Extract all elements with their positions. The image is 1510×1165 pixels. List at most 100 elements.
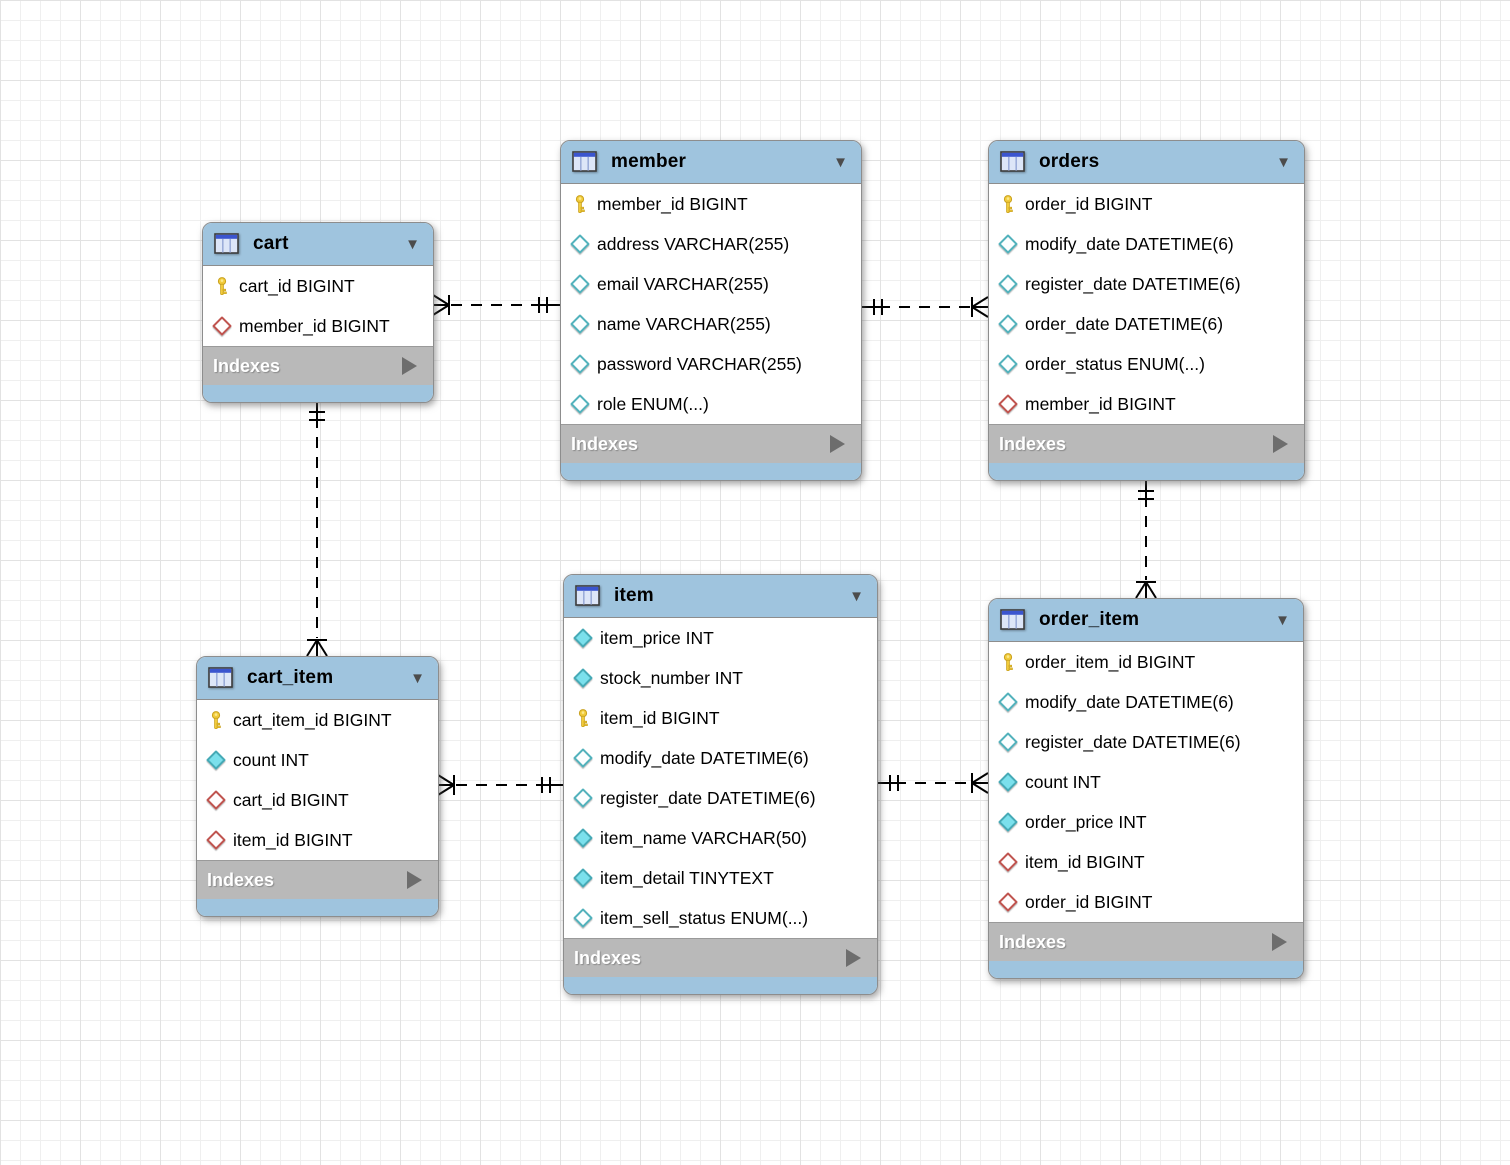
- primary-key-icon: [573, 708, 593, 728]
- relationship-connector-orders-to-order_item[interactable]: [1135, 478, 1157, 599]
- table-cart[interactable]: cart ▼ cart_id BIGINT member_id BIGINT I…: [202, 222, 434, 403]
- column-label: modify_date DATETIME(6): [1025, 233, 1234, 254]
- column-row[interactable]: item_detail TINYTEXT: [564, 858, 877, 898]
- relationship-connector-cart_item-to-item[interactable]: [437, 774, 563, 796]
- column-row[interactable]: item_name VARCHAR(50): [564, 818, 877, 858]
- column-row[interactable]: cart_item_id BIGINT: [197, 700, 438, 740]
- primary-key-icon: [570, 194, 590, 214]
- column-row[interactable]: order_price INT: [989, 802, 1303, 842]
- table-columns: member_id BIGINT address VARCHAR(255) em…: [561, 184, 861, 424]
- table-bottom-strip: [989, 961, 1303, 978]
- column-row[interactable]: order_date DATETIME(6): [989, 304, 1304, 344]
- column-row[interactable]: member_id BIGINT: [989, 384, 1304, 424]
- column-row[interactable]: cart_id BIGINT: [203, 266, 433, 306]
- table-columns: order_item_id BIGINT modify_date DATETIM…: [989, 642, 1303, 922]
- column-row[interactable]: cart_id BIGINT: [197, 780, 438, 820]
- column-notnull-icon: [573, 628, 593, 648]
- indexes-section[interactable]: Indexes: [989, 922, 1303, 961]
- column-icon: [998, 274, 1018, 294]
- table-cart_item[interactable]: cart_item ▼ cart_item_id BIGINT count IN…: [196, 656, 439, 917]
- table-bottom-strip: [564, 977, 877, 994]
- table-header[interactable]: cart_item ▼: [197, 657, 438, 700]
- column-row[interactable]: item_id BIGINT: [564, 698, 877, 738]
- table-grid-icon: [208, 667, 234, 689]
- column-label: order_id BIGINT: [1025, 891, 1153, 912]
- relationship-connector-cart-to-member[interactable]: [432, 294, 560, 316]
- column-row[interactable]: member_id BIGINT: [561, 184, 861, 224]
- column-label: password VARCHAR(255): [597, 353, 802, 374]
- column-row[interactable]: item_id BIGINT: [197, 820, 438, 860]
- table-orders[interactable]: orders ▼ order_id BIGINT modify_date DAT…: [988, 140, 1305, 481]
- column-row[interactable]: order_id BIGINT: [989, 882, 1303, 922]
- collapse-arrow-icon[interactable]: ▼: [849, 587, 864, 605]
- column-row[interactable]: register_date DATETIME(6): [989, 722, 1303, 762]
- table-header[interactable]: order_item ▼: [989, 599, 1303, 642]
- expand-indexes-icon[interactable]: [1273, 435, 1288, 453]
- column-row[interactable]: item_sell_status ENUM(...): [564, 898, 877, 938]
- column-row[interactable]: modify_date DATETIME(6): [564, 738, 877, 778]
- indexes-section[interactable]: Indexes: [197, 860, 438, 899]
- table-order_item[interactable]: order_item ▼ order_item_id BIGINT modify…: [988, 598, 1304, 979]
- column-label: member_id BIGINT: [1025, 393, 1176, 414]
- column-row[interactable]: order_status ENUM(...): [989, 344, 1304, 384]
- column-row[interactable]: email VARCHAR(255): [561, 264, 861, 304]
- column-row[interactable]: modify_date DATETIME(6): [989, 682, 1303, 722]
- column-row[interactable]: member_id BIGINT: [203, 306, 433, 346]
- column-row[interactable]: password VARCHAR(255): [561, 344, 861, 384]
- relationship-connector-member-to-orders[interactable]: [861, 296, 989, 318]
- relationship-connector-item-to-order_item[interactable]: [877, 772, 989, 794]
- column-icon: [570, 274, 590, 294]
- expand-indexes-icon[interactable]: [1272, 933, 1287, 951]
- column-icon: [998, 692, 1018, 712]
- column-label: count INT: [1025, 771, 1101, 792]
- column-label: order_item_id BIGINT: [1025, 651, 1196, 672]
- table-header[interactable]: orders ▼: [989, 141, 1304, 184]
- column-row[interactable]: order_item_id BIGINT: [989, 642, 1303, 682]
- collapse-arrow-icon[interactable]: ▼: [1275, 611, 1290, 629]
- foreign-key-icon: [998, 394, 1018, 414]
- column-label: count INT: [233, 749, 309, 770]
- table-header[interactable]: item ▼: [564, 575, 877, 618]
- table-title: cart: [253, 233, 289, 254]
- expand-indexes-icon[interactable]: [830, 435, 845, 453]
- indexes-section[interactable]: Indexes: [203, 346, 433, 385]
- table-bottom-strip: [203, 385, 433, 402]
- column-row[interactable]: register_date DATETIME(6): [564, 778, 877, 818]
- column-row[interactable]: register_date DATETIME(6): [989, 264, 1304, 304]
- table-header[interactable]: member ▼: [561, 141, 861, 184]
- column-icon: [573, 788, 593, 808]
- indexes-section[interactable]: Indexes: [561, 424, 861, 463]
- collapse-arrow-icon[interactable]: ▼: [410, 669, 425, 687]
- table-member[interactable]: member ▼ member_id BIGINT address VARCHA…: [560, 140, 862, 481]
- collapse-arrow-icon[interactable]: ▼: [405, 235, 420, 253]
- table-item[interactable]: item ▼ item_price INT stock_number INT i…: [563, 574, 878, 995]
- table-columns: cart_id BIGINT member_id BIGINT: [203, 266, 433, 346]
- column-notnull-icon: [206, 750, 226, 770]
- column-row[interactable]: address VARCHAR(255): [561, 224, 861, 264]
- column-row[interactable]: stock_number INT: [564, 658, 877, 698]
- relationship-connector-cart-to-cart_item[interactable]: [306, 399, 328, 657]
- column-row[interactable]: count INT: [197, 740, 438, 780]
- column-label: register_date DATETIME(6): [600, 787, 816, 808]
- table-grid-icon: [1000, 151, 1026, 173]
- column-row[interactable]: role ENUM(...): [561, 384, 861, 424]
- column-notnull-icon: [998, 812, 1018, 832]
- expand-indexes-icon[interactable]: [846, 949, 861, 967]
- column-row[interactable]: item_id BIGINT: [989, 842, 1303, 882]
- column-row[interactable]: name VARCHAR(255): [561, 304, 861, 344]
- expand-indexes-icon[interactable]: [407, 871, 422, 889]
- table-header[interactable]: cart ▼: [203, 223, 433, 266]
- column-icon: [998, 732, 1018, 752]
- indexes-section[interactable]: Indexes: [564, 938, 877, 977]
- column-row[interactable]: item_price INT: [564, 618, 877, 658]
- collapse-arrow-icon[interactable]: ▼: [1276, 153, 1291, 171]
- collapse-arrow-icon[interactable]: ▼: [833, 153, 848, 171]
- column-row[interactable]: count INT: [989, 762, 1303, 802]
- expand-indexes-icon[interactable]: [402, 357, 417, 375]
- column-row[interactable]: modify_date DATETIME(6): [989, 224, 1304, 264]
- column-label: register_date DATETIME(6): [1025, 273, 1241, 294]
- indexes-section[interactable]: Indexes: [989, 424, 1304, 463]
- column-icon: [570, 314, 590, 334]
- column-row[interactable]: order_id BIGINT: [989, 184, 1304, 224]
